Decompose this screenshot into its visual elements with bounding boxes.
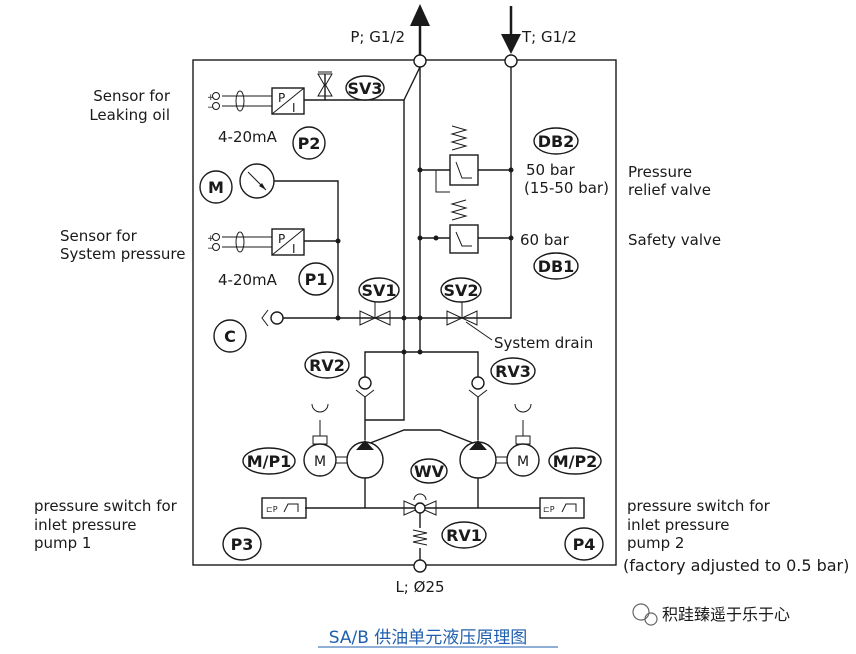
factory-adjusted-label: (factory adjusted to 0.5 bar)	[623, 556, 849, 575]
sv1-tag	[358, 277, 400, 303]
right-switch-label-3: pump 2	[627, 534, 684, 552]
p1-tag-text: P1	[305, 270, 328, 289]
mp2-tag-text: M/P2	[553, 452, 598, 471]
left-switch-label-3: pump 1	[34, 534, 91, 552]
ma-label-1: 4-20mA	[218, 128, 278, 146]
svg-text:M: M	[517, 454, 529, 470]
pressure-relief-label-2: relief valve	[628, 181, 711, 199]
sv-line	[261, 299, 478, 327]
pump-1: M	[303, 403, 384, 508]
svg-text:−: −	[207, 103, 215, 113]
p2-tag-text: P2	[298, 134, 321, 153]
watermark: 积跬臻遥于乐于心	[632, 603, 790, 626]
unit-frame	[192, 59, 617, 566]
system-drain-label: System drain	[494, 334, 593, 352]
sensor-sys-label-2: System pressure	[60, 245, 186, 263]
db1-tag	[533, 252, 579, 280]
sv2-tag	[440, 277, 482, 303]
svg-text:⊏P: ⊏P	[543, 505, 555, 514]
mp2-tag	[548, 447, 602, 475]
svg-text:−: −	[207, 244, 215, 254]
p-port-label: P; G1/2	[350, 28, 405, 46]
rv1-tag-text: RV1	[446, 526, 482, 545]
pressure-switch-right: ⊏P	[539, 497, 585, 519]
svg-text:M: M	[314, 454, 326, 470]
mp1-tag	[242, 447, 296, 475]
pump-2: M	[459, 403, 540, 508]
watermark-logo-icon	[632, 603, 650, 621]
pressure-switch-left: ⊏P	[261, 497, 307, 519]
svg-text:I: I	[292, 242, 296, 256]
svg-text:⊏P: ⊏P	[266, 505, 278, 514]
system-pressure-sensor: P I + −	[207, 228, 341, 256]
safety-valve-label: Safety valve	[628, 231, 721, 249]
db2-tag-text: DB2	[538, 132, 575, 151]
sensor-leaking-label-1: Sensor for	[93, 87, 171, 105]
ma-label-2: 4-20mA	[218, 271, 278, 289]
m-tag-text: M	[208, 178, 224, 197]
right-switch-label-2: inlet pressure	[627, 516, 730, 534]
p3-tag	[222, 527, 262, 561]
inlet-manifold	[305, 493, 540, 573]
watermark-text: 积跬臻遥于乐于心	[662, 605, 790, 624]
rv1-tag	[441, 521, 487, 549]
rv2-tag-text: RV2	[309, 356, 345, 375]
db1-value: 60 bar	[520, 231, 570, 249]
p3-tag-text: P3	[231, 535, 254, 554]
db2-tag	[533, 127, 579, 155]
t-port-label: T; G1/2	[521, 28, 577, 46]
sv1-tag-text: SV1	[361, 281, 396, 300]
right-switch-label-1: pressure switch for	[627, 497, 771, 515]
sensor-leaking-label-2: Leaking oil	[89, 106, 170, 124]
svg-text:+: +	[207, 93, 215, 103]
manometer-icon	[239, 163, 339, 318]
left-switch-label-1: pressure switch for	[34, 497, 178, 515]
c-tag	[213, 319, 247, 353]
db1-valve	[417, 199, 514, 254]
p2-tag	[292, 126, 326, 160]
rv2-tag	[304, 351, 350, 379]
p-port-arrow	[410, 4, 430, 68]
p1-tag	[298, 262, 334, 296]
diagram-caption[interactable]: SA/B 供油单元液压原理图	[329, 628, 528, 648]
left-switch-label-2: inlet pressure	[34, 516, 137, 534]
svg-text:P: P	[278, 91, 285, 105]
sensor-sys-label-1: Sensor for	[60, 227, 138, 245]
pressure-relief-label-1: Pressure	[628, 163, 692, 181]
rv3-tag	[490, 357, 536, 385]
c-tag-text: C	[224, 327, 236, 346]
mp1-tag-text: M/P1	[247, 452, 292, 471]
sv3-tag	[345, 75, 385, 101]
rv2-check-valve	[355, 365, 375, 440]
t-port-arrow	[501, 6, 521, 68]
db2-valve	[417, 125, 514, 193]
tank-line	[470, 67, 512, 319]
db1-tag-text: DB1	[538, 257, 575, 276]
db2-range: (15-50 bar)	[524, 179, 609, 197]
rv3-check-valve	[468, 365, 488, 440]
svg-text:P: P	[278, 232, 285, 246]
svg-text:+: +	[207, 234, 215, 244]
wv-tag-text: WV	[414, 462, 445, 481]
rv3-tag-text: RV3	[495, 362, 531, 381]
sv3-tag-text: SV3	[347, 79, 382, 98]
leak-sensor: P I + −	[207, 87, 325, 115]
p4-tag-text: P4	[573, 535, 596, 554]
sv2-tag-text: SV2	[443, 281, 478, 300]
leak-line	[365, 100, 405, 421]
wv-tag	[410, 458, 448, 484]
p4-tag	[564, 527, 604, 561]
l-port-label: L; Ø25	[395, 578, 444, 596]
m-tag	[199, 170, 233, 204]
svg-text:I: I	[292, 101, 296, 115]
db2-value: 50 bar	[526, 161, 576, 179]
